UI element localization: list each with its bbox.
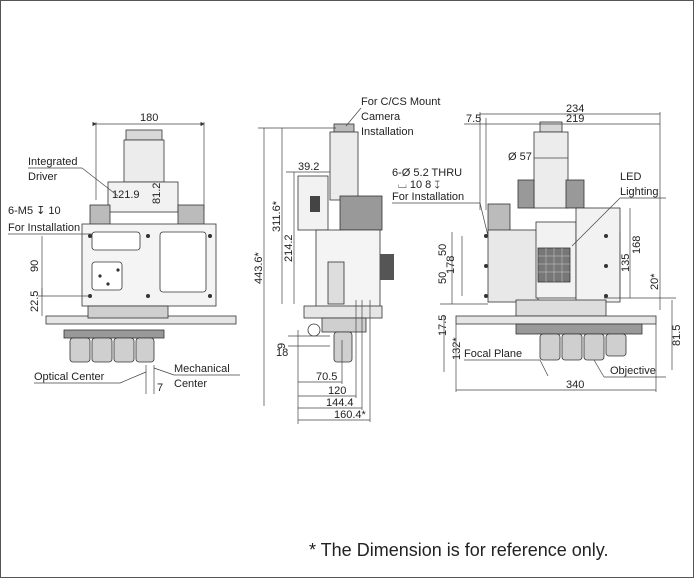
dim-7: 7 <box>157 382 163 394</box>
label-m5: 6-M5 ↧ 10 <box>8 205 61 217</box>
side-knob <box>380 254 394 280</box>
side-rail <box>327 261 345 305</box>
label-mechanical-center-2: Center <box>174 378 207 390</box>
dim-20: 20* <box>649 273 661 290</box>
side-camera-cap <box>333 123 355 133</box>
side-camera-tube <box>329 131 359 201</box>
dim-132: 132* <box>451 337 463 360</box>
side-turret <box>321 317 367 333</box>
label-thru: 6-Ø 5.2 THRU <box>392 167 462 179</box>
right-side-block <box>487 203 511 235</box>
dim-50-a: 50 <box>437 244 449 256</box>
label-integrated-driver: Integrated <box>28 156 78 168</box>
dim-17-5: 17.5 <box>437 315 449 336</box>
right-mount-holes <box>484 234 608 298</box>
dim-135: 135 <box>620 254 632 272</box>
dim-340: 340 <box>566 379 584 391</box>
front-camera-cap <box>125 129 163 141</box>
reference-footnote: * The Dimension is for reference only. <box>309 540 609 560</box>
front-cutout-1 <box>91 231 141 251</box>
side-driver <box>297 175 329 231</box>
dim-9: 9 <box>276 343 288 349</box>
front-side-block-left <box>89 204 111 226</box>
label-thru-install: For Installation <box>392 191 464 203</box>
label-focal-plane: Focal Plane <box>464 348 522 360</box>
right-view: 234 7.5 219 Ø 57 178 50 50 17.5 132* 168… <box>392 103 683 392</box>
front-stage-mount <box>87 305 169 319</box>
right-objectives <box>539 333 627 361</box>
label-camera-install: Installation <box>361 126 414 138</box>
front-cutout-2 <box>159 231 207 293</box>
front-objective-turret <box>63 329 165 363</box>
dim-22-5: 22.5 <box>29 291 41 312</box>
dim-120: 120 <box>328 385 346 397</box>
dim-70-5: 70.5 <box>316 371 337 383</box>
label-led-lighting: Lighting <box>620 186 659 198</box>
side-objective <box>333 331 353 363</box>
dim-phi-57: Ø 57 <box>508 151 532 163</box>
dim-311-6: 311.6* <box>271 200 283 232</box>
label-camera: Camera <box>361 111 401 123</box>
dim-50-b: 50 <box>437 272 449 284</box>
dim-18: 18 <box>276 347 288 359</box>
dim-front-width: 180 <box>140 112 158 124</box>
front-side-block-right <box>177 204 205 226</box>
right-stage <box>455 315 657 325</box>
integrated-driver-block <box>107 181 179 213</box>
right-camera-cap <box>539 121 563 133</box>
label-optical-center: Optical Center <box>34 371 105 383</box>
side-pivot <box>307 323 321 337</box>
side-view: 443.6* 311.6* 214.2 39.2 9 18 70.5 120 1… <box>253 96 440 424</box>
dim-219: 219 <box>566 113 584 125</box>
side-motor <box>339 195 383 231</box>
right-body-left <box>487 229 539 303</box>
label-integrated-driver-2: Driver <box>28 171 58 183</box>
front-view: 180 121.9 81.2 90 22.5 7 Integrated Driv… <box>8 112 240 394</box>
dim-144-4: 144.4 <box>326 397 354 409</box>
dim-driver-width: 121.9 <box>112 189 140 201</box>
side-connector <box>310 196 320 212</box>
dim-driver-height: 81.2 <box>151 183 163 204</box>
label-mechanical-center: Mechanical <box>174 363 230 375</box>
dim-178: 178 <box>445 256 457 274</box>
led-lighting-housing <box>575 207 621 303</box>
dim-160-4: 160.4* <box>334 409 367 421</box>
dim-81-5: 81.5 <box>671 325 683 346</box>
right-camera-tube <box>533 131 569 209</box>
dim-234: 234 <box>566 103 584 115</box>
label-camera-mount: For C/CS Mount <box>361 96 440 108</box>
right-stage-mount <box>515 299 607 317</box>
dim-443-6: 443.6* <box>253 251 265 284</box>
dim-7-5: 7.5 <box>466 113 481 125</box>
right-block-right <box>565 179 585 209</box>
front-camera-tube <box>123 139 165 183</box>
right-turret <box>515 323 643 335</box>
label-objective: Objective <box>610 365 656 377</box>
led-grid-lines <box>538 248 570 282</box>
front-cutout-3 <box>91 261 123 291</box>
label-led: LED <box>620 171 641 183</box>
dim-39-2: 39.2 <box>298 161 319 173</box>
side-body <box>315 229 381 309</box>
label-thru-depth: ⌴ 10 8 ↧ <box>398 179 440 191</box>
dim-168: 168 <box>631 236 643 254</box>
right-block-left <box>517 179 535 209</box>
dim-214-2: 214.2 <box>283 234 295 262</box>
label-m5-install: For Installation <box>8 222 80 234</box>
dim-90: 90 <box>29 260 41 272</box>
